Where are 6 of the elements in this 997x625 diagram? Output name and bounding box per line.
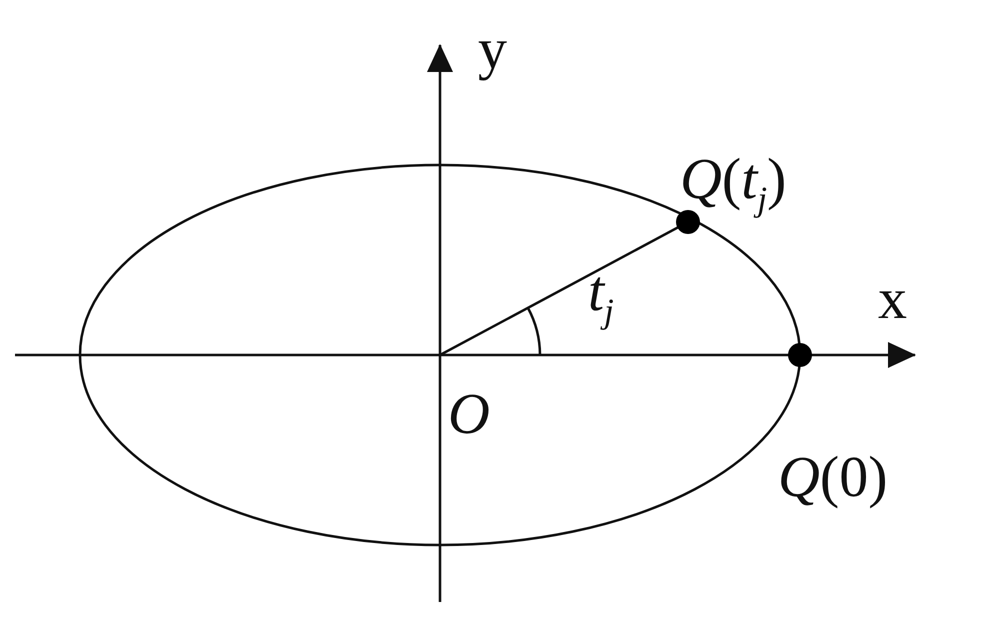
axis-label: x <box>878 270 907 328</box>
origin-label: O <box>448 385 490 443</box>
axis-label: y <box>478 20 507 78</box>
angle-label: t$_{j}$ <box>588 262 614 330</box>
point-label: Q(t$_{j}$) <box>680 150 786 218</box>
point-label: Q(0) <box>778 448 888 506</box>
